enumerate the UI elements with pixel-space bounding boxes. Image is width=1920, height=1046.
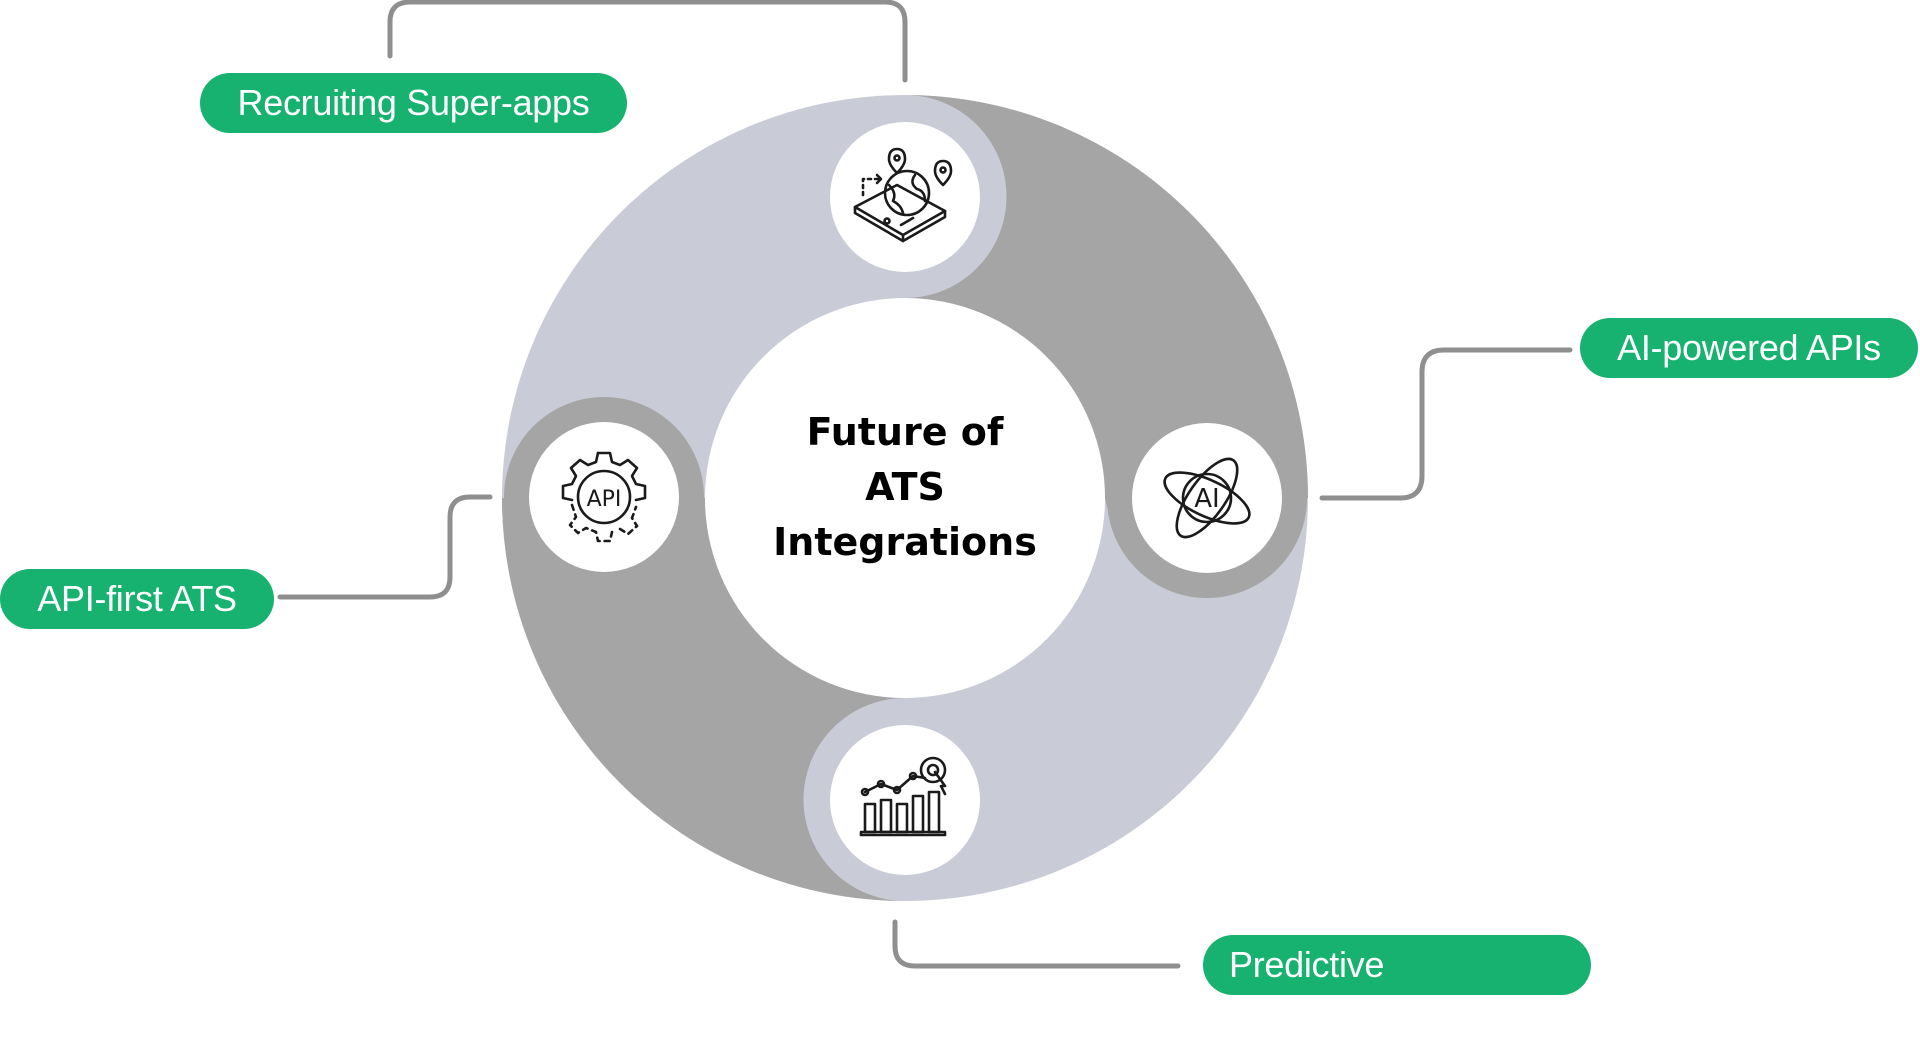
node-right — [1132, 423, 1282, 573]
label-predictive: Predictive — [1203, 935, 1591, 995]
center-title-line-2: ATS — [865, 465, 945, 509]
center-hub — [705, 298, 1105, 698]
ai-atom-icon: AI — [1163, 457, 1251, 539]
connector-ai — [1319, 347, 1573, 501]
label-text: AI-powered APIs — [1617, 327, 1881, 368]
center-title-line-3: Integrations — [773, 520, 1037, 564]
label-ai-powered-apis: AI-powered APIs — [1580, 318, 1918, 378]
api-gear-icon: API — [561, 451, 647, 543]
node-top — [830, 122, 980, 272]
connector-lines — [277, 0, 1573, 969]
center-title-line-1: Future of — [806, 410, 1004, 454]
svg-text:API: API — [587, 487, 622, 512]
connector-recruiting — [387, 0, 908, 83]
node-left — [529, 422, 679, 572]
label-text: Predictive — [1229, 944, 1385, 985]
label-text: Recruiting Super-apps — [237, 82, 590, 123]
globe-on-phone-icon — [853, 147, 953, 243]
svg-text:AI: AI — [1194, 484, 1219, 514]
analytics-chart-icon — [859, 756, 947, 837]
connector-api — [277, 494, 493, 600]
center-title: Future of ATS Integrations — [730, 405, 1080, 570]
connector-predictive — [892, 919, 1181, 969]
ring-dark-segment-left — [502, 498, 905, 901]
label-api-first-ats: API-first ATS — [0, 569, 274, 629]
label-recruiting-super-apps: Recruiting Super-apps — [200, 73, 627, 133]
label-text: API-first ATS — [37, 578, 237, 619]
node-bottom — [830, 725, 980, 875]
